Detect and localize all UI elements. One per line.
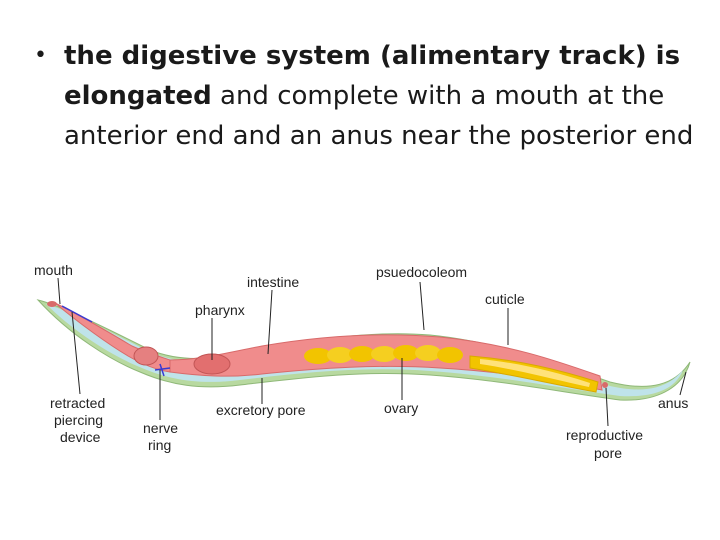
leader-anus xyxy=(679,371,687,396)
label-retracted-2: piercing xyxy=(54,412,103,428)
label-retracted-1: retracted xyxy=(50,395,105,411)
bullet-text-bold-lead: the digestive system (alimentary track) … xyxy=(64,41,681,71)
label-reproductive-1: reproductive xyxy=(566,427,643,443)
label-intestine: intestine xyxy=(247,274,299,290)
leader-mouth xyxy=(57,277,61,305)
label-nerve-2: ring xyxy=(148,437,171,453)
ovary-eggs xyxy=(304,345,463,364)
label-excretory-pore: excretory pore xyxy=(216,402,306,418)
mouth-opening xyxy=(47,301,57,307)
bullet-text-rest: and complete with a mouth at the anterio… xyxy=(64,81,694,151)
nerve-ring-marks xyxy=(61,305,171,377)
leader-retracted xyxy=(71,311,81,395)
bullet-text-bold-emphasis: elongated xyxy=(64,81,212,111)
leader-reproductive xyxy=(605,387,609,427)
label-psuedocoleom: psuedocoleom xyxy=(376,264,467,280)
bullet-dot-icon: • xyxy=(34,43,47,68)
label-mouth: mouth xyxy=(34,262,73,278)
pharynx-corpus xyxy=(133,346,159,366)
label-ovary: ovary xyxy=(384,400,418,416)
leader-psuedocoleom xyxy=(419,281,425,331)
label-anus: anus xyxy=(658,395,688,411)
label-retracted-3: device xyxy=(60,429,101,445)
label-reproductive-2: pore xyxy=(594,445,622,461)
label-nerve-1: nerve xyxy=(143,420,178,436)
bullet-text: the digestive system (alimentary track) … xyxy=(64,36,694,156)
label-pharynx: pharynx xyxy=(195,302,245,318)
bullet-block: • the digestive system (alimentary track… xyxy=(34,36,694,156)
ovary-highlight xyxy=(480,359,590,387)
label-cuticle: cuticle xyxy=(485,291,525,307)
anus-opening xyxy=(602,382,608,388)
bullet-item: • the digestive system (alimentary track… xyxy=(34,36,694,156)
worm-intestine xyxy=(169,334,603,391)
leader-intestine xyxy=(267,289,273,355)
